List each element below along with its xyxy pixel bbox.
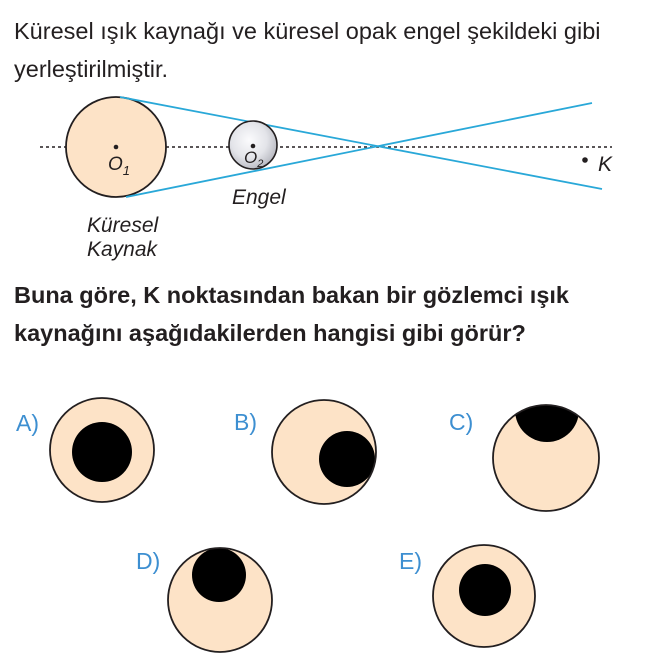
option-d-outline bbox=[167, 547, 273, 653]
option-a-shadow-disc bbox=[72, 422, 132, 482]
option-c-shadow-disc bbox=[515, 405, 579, 442]
option-e[interactable]: E) bbox=[399, 544, 536, 648]
ray-upper bbox=[119, 96, 603, 190]
option-b-shadow-disc bbox=[319, 431, 375, 487]
option-b-outline bbox=[271, 399, 377, 505]
obstacle-center-label: O2 bbox=[244, 148, 263, 170]
ray-lower bbox=[125, 102, 593, 198]
intro-text: Küresel ışık kaynağı ve küresel opak eng… bbox=[14, 18, 601, 82]
option-b[interactable]: B) bbox=[234, 399, 377, 505]
option-c[interactable]: C) bbox=[449, 378, 600, 512]
source-label-line2: Kaynak bbox=[87, 238, 159, 261]
option-d-label: D) bbox=[136, 548, 160, 574]
source-center-dot bbox=[113, 144, 119, 150]
option-c-outline bbox=[492, 404, 600, 512]
obstacle-label: Engel bbox=[232, 186, 287, 209]
option-c-source-disc bbox=[493, 405, 599, 511]
point-k-dot bbox=[582, 157, 588, 163]
setup-diagram: O1 O2 Engel Küresel Kaynak K bbox=[40, 96, 613, 261]
option-d[interactable]: D) bbox=[136, 547, 273, 653]
source-center-label: O1 bbox=[108, 154, 130, 178]
option-b-label: B) bbox=[234, 409, 257, 435]
question-text: Buna göre, K noktasından bakan bir gözle… bbox=[14, 282, 569, 346]
option-e-shadow-disc bbox=[459, 564, 511, 616]
option-c-label: C) bbox=[449, 409, 473, 435]
option-d-shadow-disc bbox=[192, 548, 246, 602]
point-k-label: K bbox=[598, 153, 613, 176]
option-a[interactable]: A) bbox=[16, 397, 155, 503]
option-a-label: A) bbox=[16, 410, 39, 436]
obstacle-center-dot bbox=[250, 143, 256, 149]
option-e-label: E) bbox=[399, 548, 422, 574]
source-label-line1: Küresel bbox=[87, 214, 160, 237]
